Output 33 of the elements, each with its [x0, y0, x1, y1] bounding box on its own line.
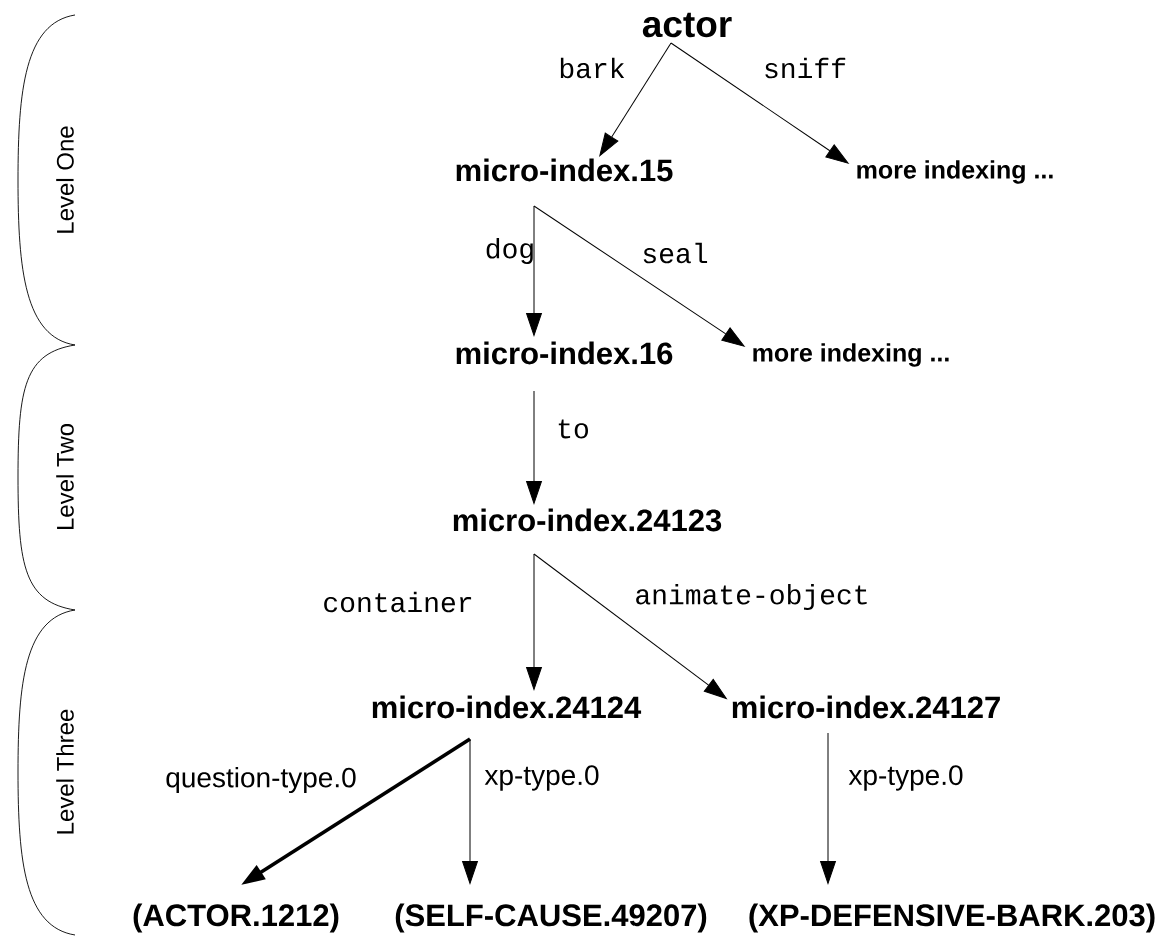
- arrow: [599, 42, 672, 157]
- edge-label: xp-type.0: [848, 765, 963, 791]
- arrow: [670, 42, 849, 164]
- edge-label: seal: [643, 242, 708, 264]
- node-label: (XP-DEFENSIVE-BARK.203): [749, 903, 1155, 933]
- arrow: [820, 732, 836, 884]
- arrow: [526, 390, 542, 504]
- edge-label: sniff: [765, 57, 846, 79]
- node-label: more indexing ...: [857, 160, 1053, 184]
- level-label: Level Two: [56, 424, 74, 530]
- node-label: micro-index.24124: [372, 695, 642, 719]
- node-label: micro-index.15: [456, 158, 673, 182]
- edge-label: container: [324, 591, 472, 613]
- edge-label: question-type.0: [166, 766, 356, 794]
- node-label: micro-index.16: [456, 341, 673, 365]
- arrow: [533, 553, 727, 699]
- node-label: micro-index.24123: [453, 508, 722, 532]
- arrow: [526, 205, 542, 336]
- node-label: actor: [642, 12, 732, 38]
- edge-label: bark: [560, 57, 625, 79]
- edge-label: xp-type.0: [484, 765, 599, 791]
- node-label: more indexing ...: [753, 343, 949, 367]
- node-label: (ACTOR.1212): [133, 903, 339, 933]
- edge-label: animate-object: [636, 583, 867, 611]
- node-label: micro-index.24127: [732, 695, 1000, 719]
- arrow: [533, 205, 745, 347]
- level-label: Level Three: [56, 709, 74, 834]
- node-label: (SELF-CAUSE.49207): [395, 903, 707, 933]
- edge-label: dog: [486, 237, 533, 265]
- level-label: Level One: [56, 126, 74, 233]
- arrow: [526, 553, 542, 690]
- edge-label: to: [558, 419, 588, 439]
- arrow: [462, 738, 478, 884]
